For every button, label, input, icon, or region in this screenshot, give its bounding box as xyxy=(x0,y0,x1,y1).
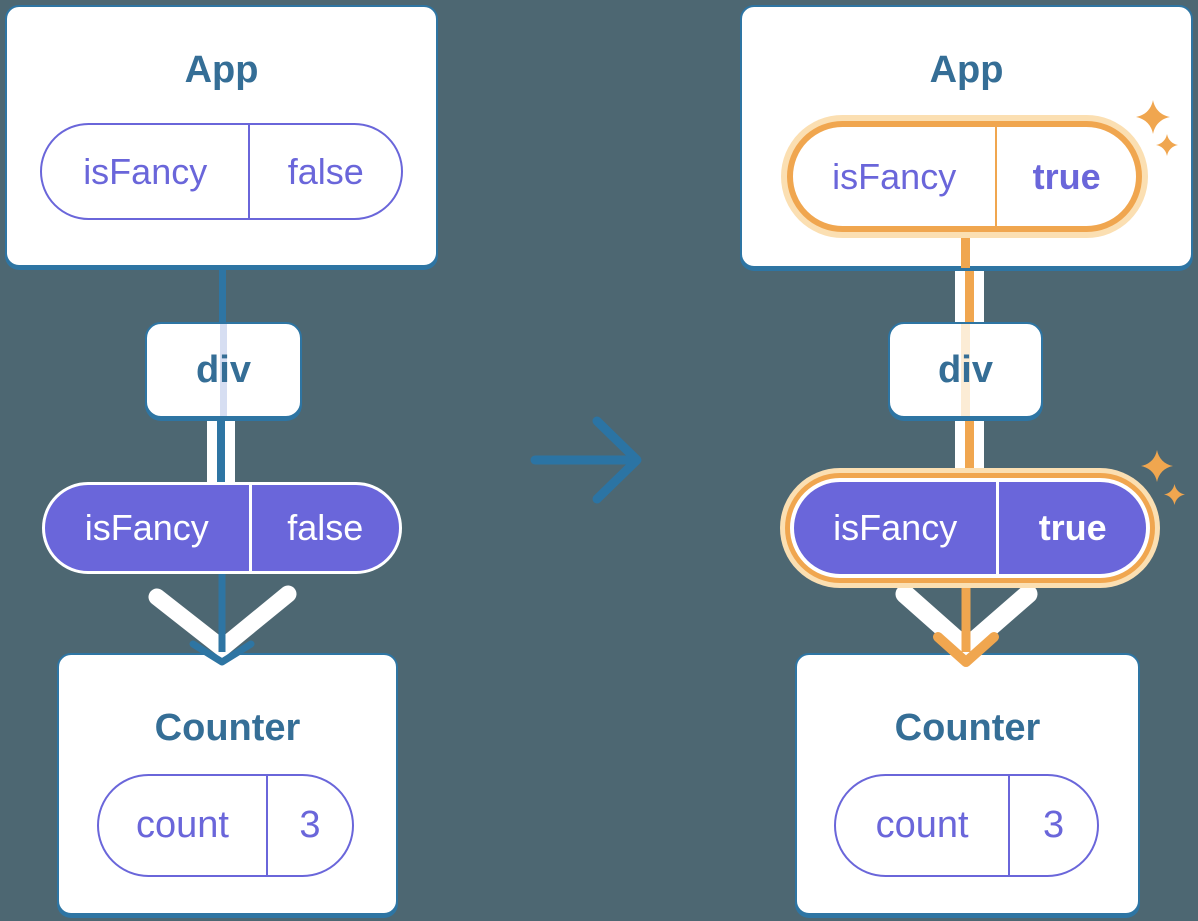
pipe-core-orange xyxy=(965,417,974,479)
connector-div-pill-before xyxy=(207,417,235,483)
pipe-white-right xyxy=(974,417,984,479)
connector-pill-cardedge-after xyxy=(961,234,970,268)
div-title: div xyxy=(196,348,251,391)
down-arrow-icon-before xyxy=(148,574,297,666)
prop-name: isFancy xyxy=(45,485,252,571)
sparkle-icon xyxy=(1136,100,1170,134)
pipe-white-left xyxy=(955,266,965,324)
state-name: isFancy xyxy=(42,125,251,218)
connector-div-pill-after xyxy=(955,417,984,479)
sparkle-icon xyxy=(1164,484,1185,505)
counter-title: Counter xyxy=(154,707,301,749)
state-value: 3 xyxy=(1043,804,1065,846)
connector-app-div-after xyxy=(955,266,984,324)
state-value: false xyxy=(287,150,364,192)
connector-app-div-before xyxy=(219,264,226,324)
state-value: 3 xyxy=(299,804,321,846)
transition-arrow-icon xyxy=(530,416,642,504)
state-pill-app-after: isFancy true xyxy=(787,121,1142,232)
pipe-white-right xyxy=(974,266,984,324)
prop-value: true xyxy=(1038,507,1107,548)
pipe-core-blue xyxy=(217,417,225,483)
div-card-after: div xyxy=(888,322,1043,418)
state-pill-counter-before: count 3 xyxy=(97,774,354,877)
state-name: count xyxy=(99,776,268,875)
prop-pass-through-line xyxy=(220,324,227,416)
counter-title: Counter xyxy=(894,707,1041,749)
state-pill-counter-after: count 3 xyxy=(834,774,1099,877)
state-value: true xyxy=(1032,155,1101,197)
prop-pass-through-line xyxy=(961,324,970,416)
prop-value: false xyxy=(287,507,364,548)
sparkle-icon xyxy=(1141,450,1173,482)
pipe-core-orange xyxy=(965,266,974,324)
prop-name: isFancy xyxy=(794,482,1000,574)
prop-pill-passed-before: isFancy false xyxy=(42,482,402,574)
div-title: div xyxy=(938,348,993,391)
div-card-before: div xyxy=(145,322,302,418)
sparkle-icon xyxy=(1156,134,1178,156)
state-name: isFancy xyxy=(793,127,998,226)
counter-card-after: Counter count 3 xyxy=(795,653,1140,915)
app-title: App xyxy=(184,49,259,91)
pipe-white-left xyxy=(955,417,965,479)
state-name: count xyxy=(836,776,1011,875)
down-arrow-icon-after xyxy=(895,576,1038,667)
prop-pill-passed-after: isFancy true xyxy=(790,478,1150,578)
pipe-white-right xyxy=(225,417,235,483)
app-title: App xyxy=(929,49,1004,91)
counter-card-before: Counter count 3 xyxy=(57,653,398,915)
state-pill-app-before: isFancy false xyxy=(40,123,403,220)
pipe-white-left xyxy=(207,417,217,483)
